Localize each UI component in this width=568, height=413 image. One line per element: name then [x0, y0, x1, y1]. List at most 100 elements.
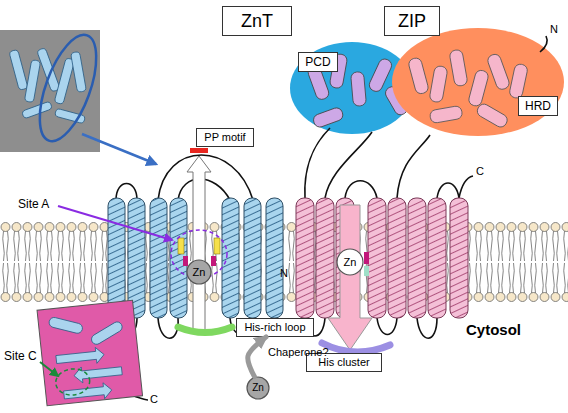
- zip-helices: [428, 198, 446, 318]
- motif-label-box: PP motif: [196, 128, 254, 147]
- znt-cytoplasmic-domain: [54, 367, 91, 396]
- ion-circle: [247, 377, 269, 399]
- hrd-domain: [392, 28, 564, 136]
- zip-loops: [377, 318, 397, 335]
- structure-inset: [37, 48, 61, 92]
- his-rich-loop-bar: [178, 327, 232, 333]
- site-a-residues: [214, 238, 220, 254]
- pcd-domain: [312, 106, 345, 128]
- ion-circle: [337, 249, 363, 275]
- znt-cytoplasmic-domain: [73, 363, 122, 384]
- zinc-ion: Zn: [186, 259, 212, 285]
- structure-inset: [71, 51, 87, 92]
- lipid-bilayer: [0, 222, 568, 302]
- zip-helices: [316, 198, 334, 318]
- znt-transport-arrow: [187, 148, 211, 330]
- zip-helices: [368, 198, 386, 318]
- hrd-domain: [408, 57, 430, 95]
- node-text: ZnT: [241, 12, 273, 30]
- hrd-domain: [468, 69, 490, 107]
- node-text: HRD: [525, 100, 551, 112]
- znt-helices: [170, 198, 187, 318]
- his-cluster-bar: [322, 343, 390, 352]
- zip-loops: [540, 36, 547, 52]
- his-rich-loop-bar: [178, 327, 232, 333]
- ion-circle: [187, 260, 211, 284]
- znt-loops: [116, 184, 137, 201]
- loop-label-box: His-rich loop: [236, 318, 314, 337]
- structure-inset: [9, 48, 86, 124]
- structure-inset: [0, 30, 100, 152]
- site-a-residues: [183, 256, 188, 266]
- zip-helices: [388, 198, 406, 318]
- zinc-ion: Zn: [246, 376, 270, 400]
- domain-label-box: HRD: [518, 96, 558, 116]
- site-c-pointer: [40, 362, 58, 376]
- structure-inset: [22, 101, 53, 119]
- connector-arrow: [248, 337, 266, 377]
- site-a-residues: [171, 230, 227, 278]
- structure-inset: [28, 28, 108, 148]
- inset-pointer-arrow: [82, 134, 156, 164]
- his-cluster-bar: [322, 343, 390, 352]
- znt-cytoplasmic-domain: [37, 300, 143, 406]
- node-text: PP motif: [204, 132, 245, 143]
- hrd-domain: [509, 63, 529, 99]
- zip-loops: [305, 128, 330, 198]
- terminus-label: N: [550, 24, 558, 35]
- site-a-residues: [211, 256, 216, 266]
- node-text: His-rich loop: [244, 322, 305, 333]
- domain-label-box: PCD: [298, 52, 338, 72]
- lipid-bilayer: [0, 222, 568, 262]
- node-text: ZIP: [398, 12, 426, 30]
- node-text: Zn: [193, 267, 206, 278]
- zip-helices: [408, 198, 426, 318]
- zip-helices: [450, 198, 468, 318]
- znt-transport-arrow: [190, 148, 208, 153]
- structure-inset: [0, 28, 108, 152]
- terminus-label: N: [280, 268, 288, 279]
- znt-cytoplasmic-domain: [47, 309, 131, 404]
- znt-cytoplasmic-domain: [55, 347, 104, 368]
- node-text: Zn: [252, 383, 264, 393]
- structure-inset: [24, 60, 40, 103]
- terminus-label: C: [476, 166, 484, 177]
- zip-loops: [459, 176, 473, 198]
- hrd-domain: [408, 49, 529, 129]
- site-label: Site A: [18, 198, 49, 210]
- znt-helices: [150, 198, 167, 318]
- znt-helices: [222, 198, 239, 318]
- zip-transport-arrow: [328, 205, 372, 350]
- transporter-header: ZnT: [222, 6, 292, 36]
- zip-transport-arrow: [364, 266, 369, 276]
- zip-helices: [296, 198, 468, 318]
- zip-loops: [437, 183, 459, 198]
- zip-transport-arrow: [328, 205, 372, 350]
- zip-loops: [345, 181, 377, 198]
- znt-helices: [108, 198, 125, 318]
- site-label: Site C: [4, 350, 37, 362]
- node-text: PCD: [305, 56, 330, 68]
- lipid-bilayer: [0, 262, 568, 302]
- hrd-domain: [449, 49, 468, 87]
- znt-cytoplasmic-domain: [48, 316, 83, 334]
- zip-helices: [296, 198, 314, 318]
- terminus-label: C: [150, 394, 158, 405]
- zip-loops: [417, 318, 437, 338]
- site-a-pointer: [58, 206, 172, 240]
- zip-transport-arrow: [364, 252, 369, 264]
- site-c-pointer: [40, 362, 58, 376]
- znt-helices: [266, 198, 283, 318]
- hrd-domain: [429, 65, 448, 103]
- znt-cytoplasmic-domain: [90, 320, 124, 346]
- connector-label: Chaperone?: [268, 347, 329, 358]
- znt-helices: [244, 198, 261, 318]
- znt-cytoplasmic-domain: [37, 300, 143, 406]
- hrd-domain: [429, 105, 463, 123]
- structure-inset: [9, 49, 28, 90]
- site-a-pointer: [58, 206, 172, 240]
- hrd-domain: [475, 102, 509, 129]
- node-text: His cluster: [318, 357, 369, 368]
